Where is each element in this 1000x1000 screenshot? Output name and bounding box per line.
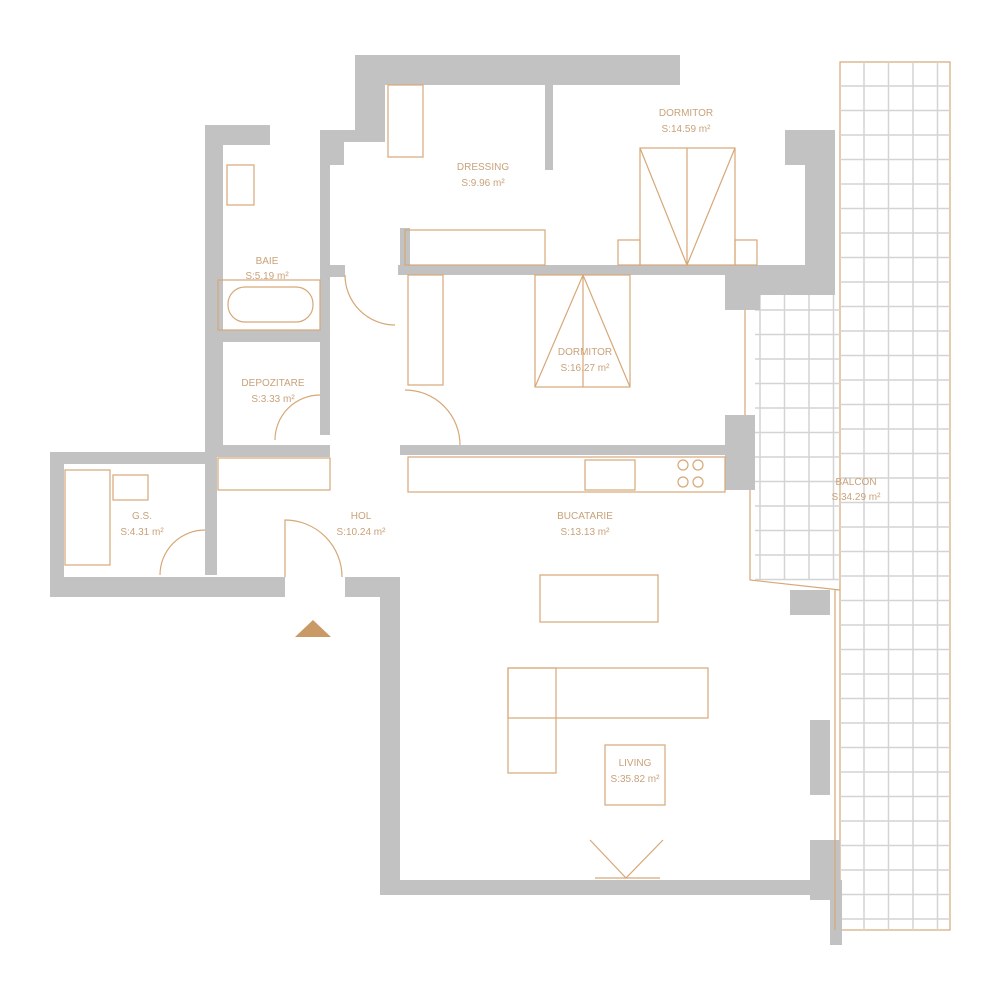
walls [50,55,842,945]
room-name: BUCATARIE [557,511,613,522]
room-name: DEPOZITARE [241,378,304,389]
room-area: S:16.27 m² [561,363,611,374]
room-labels: DORMITOR S:14.59 m² DRESSING S:9.96 m² B… [120,108,881,785]
room-area: S:9.96 m² [461,178,505,189]
balcony-tiles [755,61,951,931]
furniture [64,84,841,930]
room-area: S:14.59 m² [662,124,712,135]
room-name: DRESSING [457,162,509,173]
room-name: G.S. [132,511,152,522]
room-name: BAIE [256,256,279,267]
room-area: S:5.19 m² [245,271,289,282]
room-area: S:4.31 m² [120,527,164,538]
room-name: DORMITOR [659,108,713,119]
room-area: S:13.13 m² [561,527,611,538]
room-name: LIVING [619,758,652,769]
room-name: BALCON [835,477,876,488]
room-area: S:10.24 m² [337,527,387,538]
room-area: S:34.29 m² [832,492,882,503]
entrance-arrow-icon [295,620,331,637]
room-name: DORMITOR [558,347,612,358]
room-area: S:35.82 m² [611,774,661,785]
room-area: S:3.33 m² [251,394,295,405]
room-name: HOL [351,511,372,522]
